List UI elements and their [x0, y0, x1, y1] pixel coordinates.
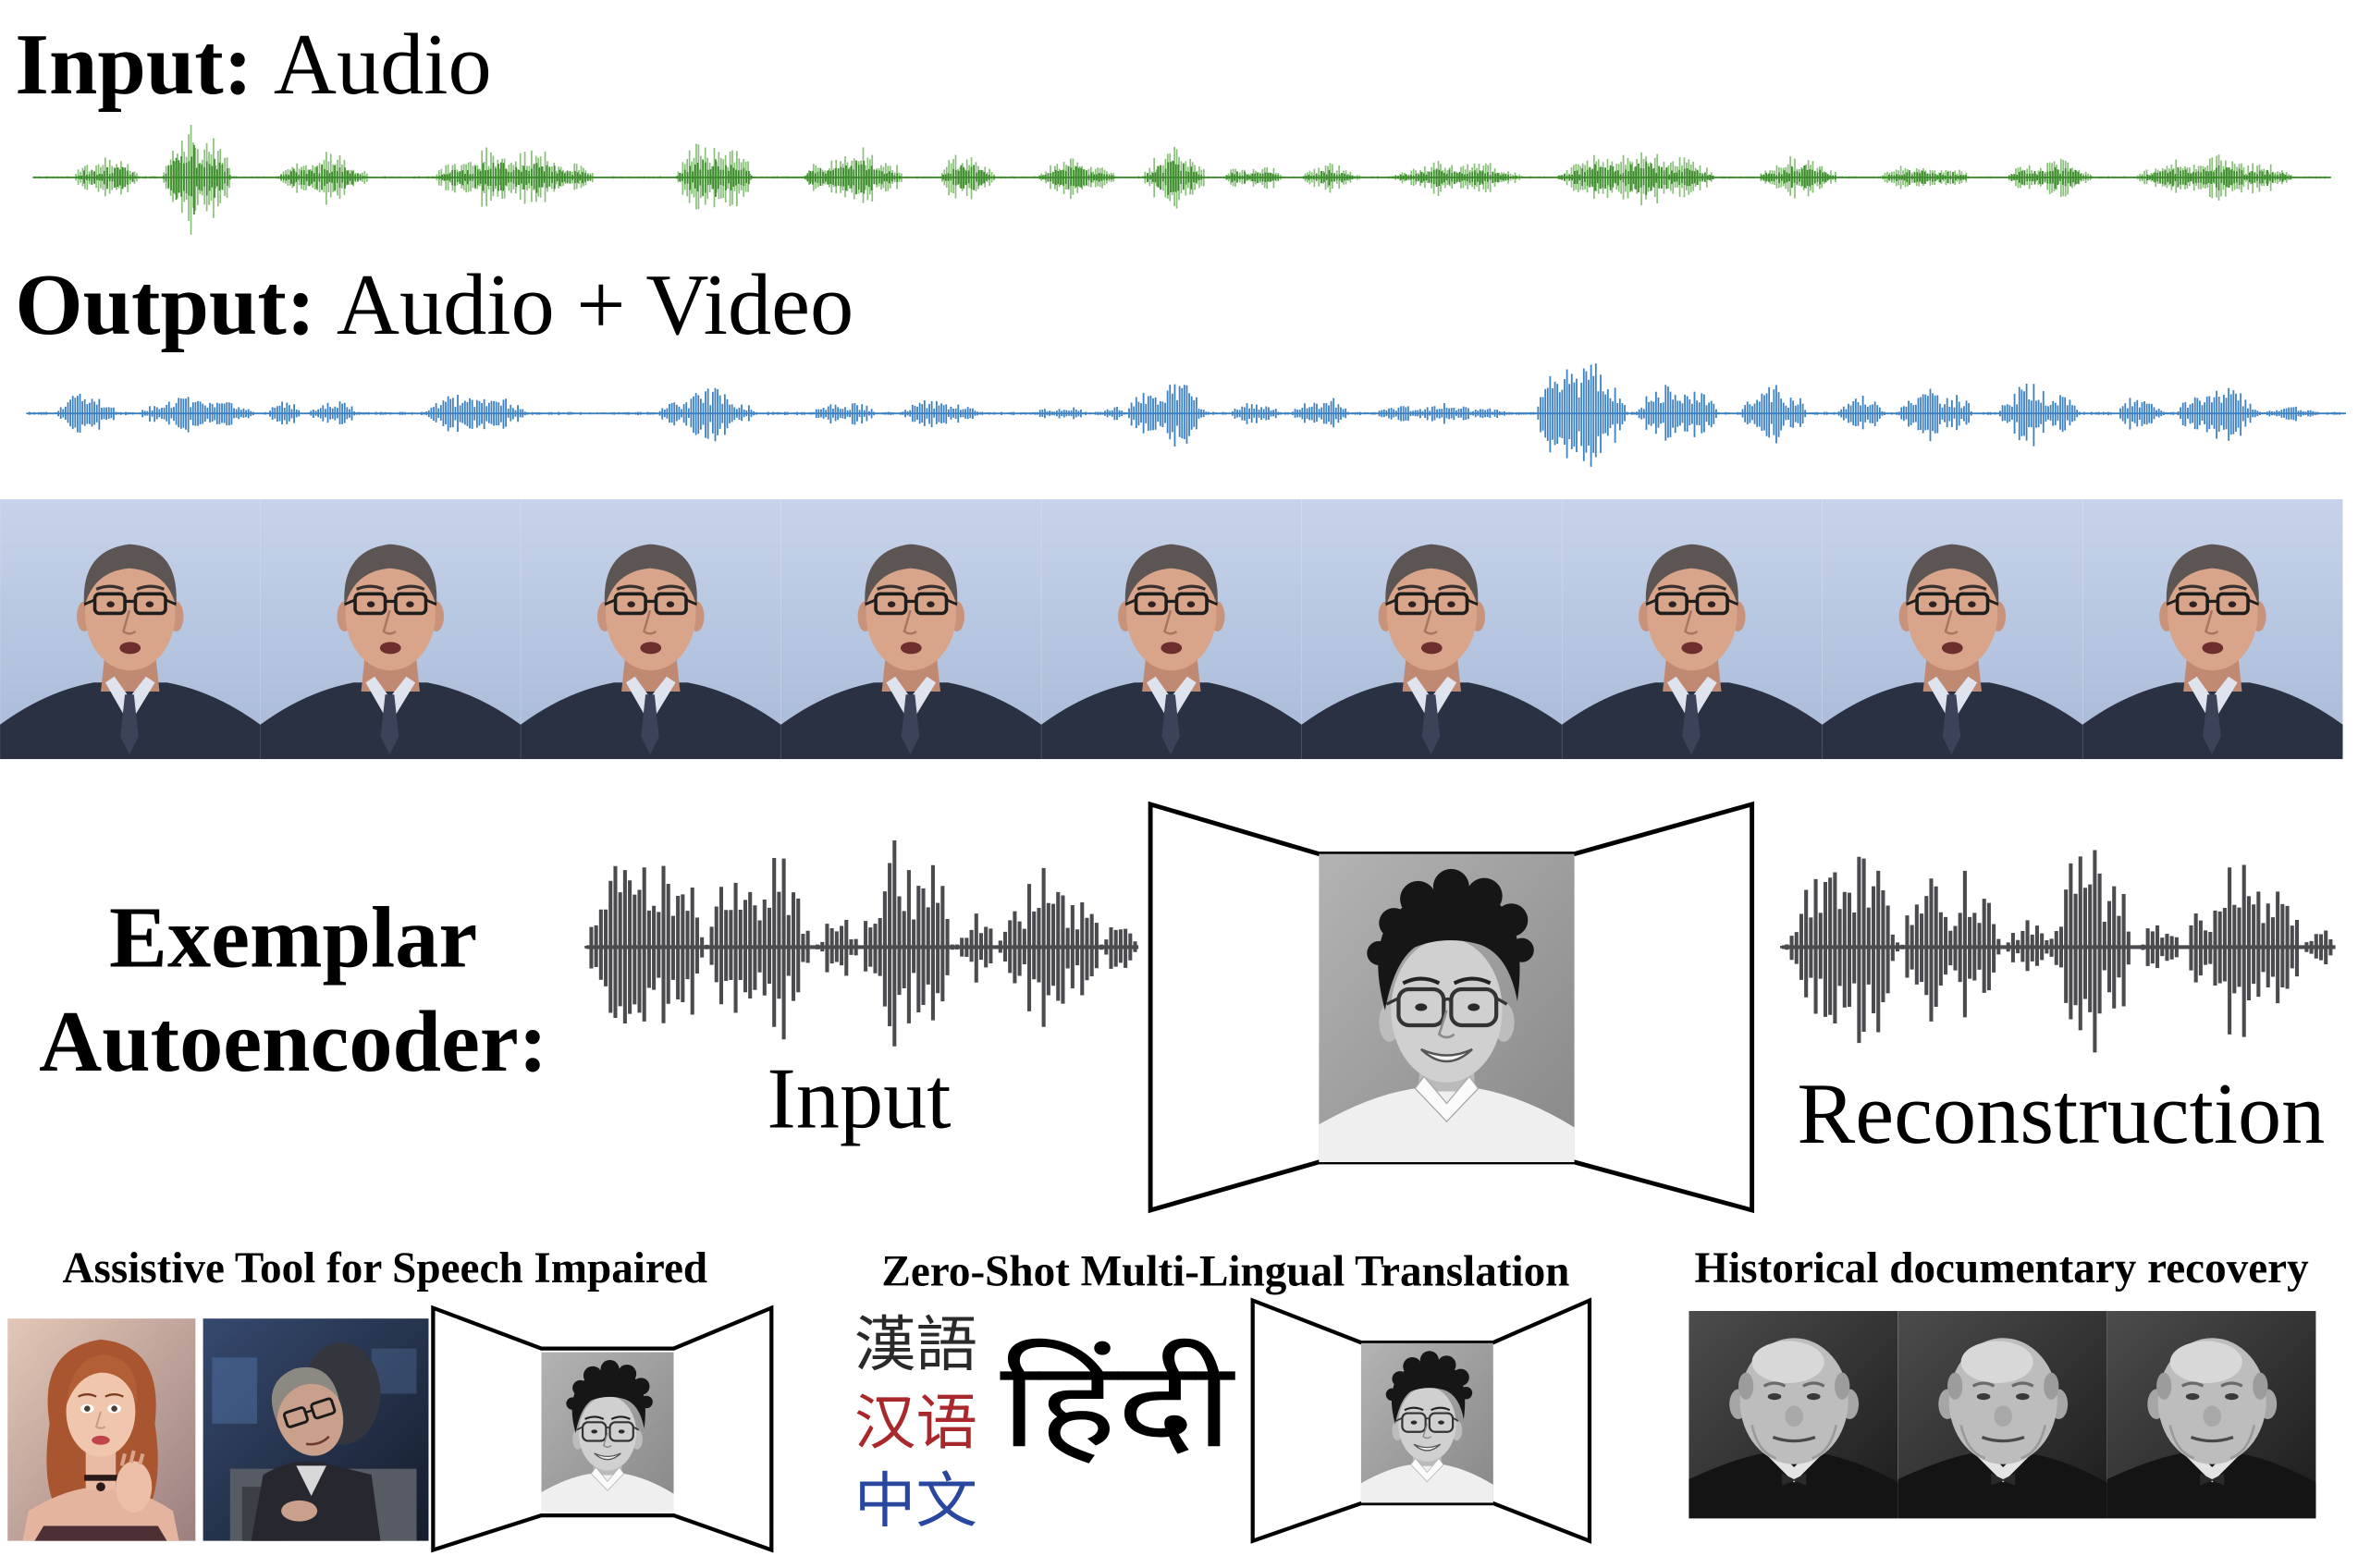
speaker-photo-wheelchair-user	[203, 1318, 429, 1541]
application-translation: Zero-Shot Multi-Lingual Translation 漢語 汉…	[854, 1247, 1592, 1544]
input-heading-bold: Input:	[15, 17, 252, 113]
speaker-photo-woman	[7, 1318, 195, 1541]
exemplar-speaker-photo	[1319, 854, 1574, 1162]
exemplar-reconstruction-label: Reconstruction	[1797, 1066, 2325, 1162]
output-video-strip	[0, 498, 2343, 760]
exemplar-title-line2: Autoencoder:	[39, 994, 547, 1090]
autoencoder-diagram	[1148, 801, 1755, 1214]
video-frame	[0, 498, 261, 760]
exemplar-input-waveform	[584, 839, 1139, 1047]
video-frame	[2082, 498, 2343, 760]
input-waveform-core	[32, 144, 2331, 215]
historical-frame	[1897, 1310, 2107, 1519]
input-waveform-envelope	[31, 124, 2331, 235]
historical-frame	[1689, 1310, 1898, 1519]
input-heading-rest: Audio	[274, 17, 492, 113]
application-title: Historical documentary recovery	[1694, 1244, 2309, 1292]
video-frame	[1301, 498, 1563, 760]
exemplar-speaker-photo-small	[1360, 1342, 1493, 1504]
exemplar-reconstruction-waveform	[1780, 850, 2336, 1053]
historical-frame	[2106, 1310, 2316, 1519]
input-audio-waveform	[31, 124, 2331, 235]
video-frame	[1041, 498, 1302, 760]
application-title: Assistive Tool for Speech Impaired	[63, 1244, 708, 1292]
video-frame	[780, 498, 1042, 760]
video-frame	[1822, 498, 2083, 760]
exemplar-speaker-photo-small	[541, 1351, 674, 1513]
language-sample-hindi: हिंदी	[1000, 1334, 1235, 1475]
video-frame	[260, 498, 522, 760]
exemplar-input-label: Input	[767, 1051, 951, 1147]
application-title: Zero-Shot Multi-Lingual Translation	[881, 1247, 1569, 1295]
output-heading-rest: Audio + Video	[337, 257, 854, 353]
output-audio-waveform	[26, 363, 2346, 467]
input-heading: Input:Audio	[15, 17, 491, 113]
output-heading: Output:Audio + Video	[15, 257, 854, 353]
application-assistive: Assistive Tool for Speech Impaired	[7, 1244, 774, 1553]
language-sample-chinese: 中文	[854, 1467, 977, 1537]
language-sample-simplified-chinese: 汉语	[854, 1389, 977, 1458]
output-heading-bold: Output:	[15, 257, 315, 353]
video-frame	[521, 498, 781, 760]
language-sample-traditional-chinese: 漢語	[854, 1310, 977, 1379]
exemplar-title-line1: Exemplar	[109, 890, 477, 986]
video-frame	[1562, 498, 1823, 760]
application-historical: Historical documentary recovery	[1689, 1244, 2316, 1519]
